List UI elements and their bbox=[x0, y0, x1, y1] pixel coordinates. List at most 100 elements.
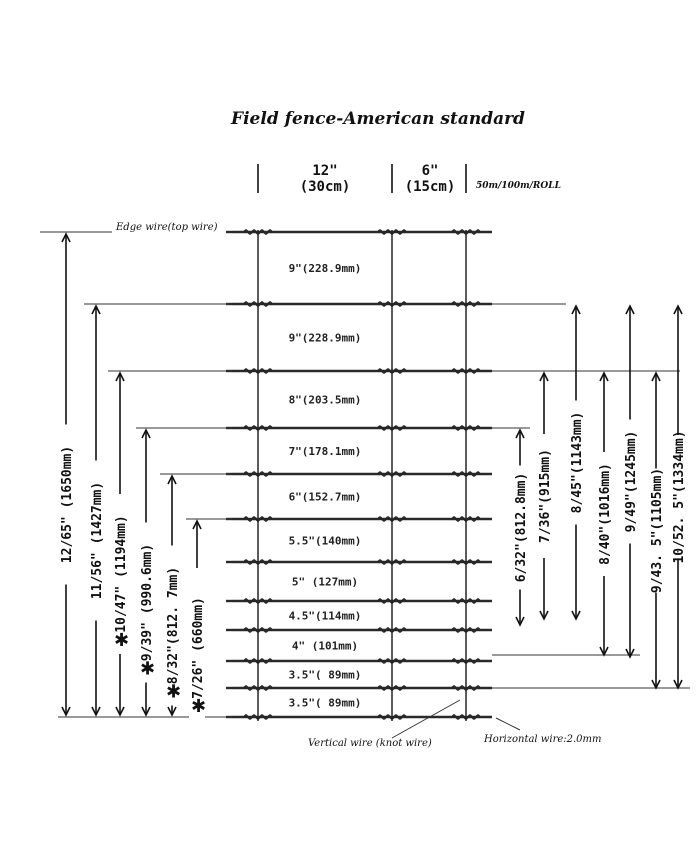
star-icon: ✱ bbox=[191, 696, 206, 717]
arrow-head-up bbox=[115, 371, 125, 382]
star-icon: ✱ bbox=[166, 682, 181, 703]
fixed-knot bbox=[377, 301, 407, 307]
fixed-knot bbox=[243, 559, 273, 565]
edge-wire-label: Edge wire(top wire) bbox=[115, 222, 218, 233]
label-background bbox=[670, 435, 686, 559]
fixed-knot bbox=[243, 368, 273, 374]
fixed-knot bbox=[377, 229, 407, 235]
header-col1-top: 12" bbox=[312, 163, 337, 179]
spacing-label: 4" (101mm) bbox=[292, 640, 358, 653]
fixed-knot bbox=[451, 658, 481, 664]
fixed-knot bbox=[243, 627, 273, 633]
fixed-knot bbox=[243, 425, 273, 431]
label-background bbox=[596, 452, 612, 576]
arrow-head-up bbox=[515, 428, 525, 439]
fixed-knot bbox=[451, 627, 481, 633]
right-height-label: 8/40"(1016mm) bbox=[598, 463, 613, 565]
spacing-label: 6"(152.7mm) bbox=[289, 491, 362, 504]
left-height-label: 10/47" (1194mm) bbox=[114, 515, 129, 632]
fixed-knot bbox=[377, 368, 407, 374]
spacing-label: 3.5"( 89mm) bbox=[289, 697, 362, 710]
star-icon: ✱ bbox=[114, 630, 129, 651]
arrow-head-up bbox=[539, 371, 549, 382]
arrow-head-up bbox=[141, 428, 151, 439]
arrow-head-up bbox=[599, 371, 609, 382]
vertical-wire-pointer bbox=[391, 699, 461, 739]
arrow-head-down bbox=[651, 679, 661, 690]
fixed-knot bbox=[377, 685, 407, 691]
diagram-title: Field fence-American standard bbox=[230, 109, 525, 129]
right-height-label: 6/32"(812.8mm) bbox=[514, 473, 529, 583]
fixed-knot bbox=[243, 658, 273, 664]
fixed-knot bbox=[243, 714, 273, 720]
arrow-head-down bbox=[599, 646, 609, 657]
spacing-label: 5.5"(140mm) bbox=[289, 535, 362, 548]
spacing-label: 7"(178.1mm) bbox=[289, 445, 362, 458]
header-col1-bottom: (30cm) bbox=[300, 179, 351, 195]
fixed-knot bbox=[451, 714, 481, 720]
fixed-knot bbox=[377, 598, 407, 604]
horizontal-wire-pointer bbox=[495, 717, 521, 731]
arrow-head-up bbox=[571, 304, 581, 315]
arrow-head-up bbox=[91, 304, 101, 315]
arrow-head-down bbox=[571, 610, 581, 621]
arrow-head-up bbox=[61, 232, 71, 243]
fixed-knot bbox=[377, 627, 407, 633]
fixed-knot bbox=[451, 368, 481, 374]
arrow-head-down bbox=[167, 706, 177, 717]
spacing-label: 9"(228.9mm) bbox=[289, 262, 362, 275]
fixed-knot bbox=[243, 301, 273, 307]
left-height-label: 11/56" (1427mm) bbox=[90, 482, 105, 599]
right-height-label: 9/43. 5"(1105mm) bbox=[650, 468, 665, 593]
right-height-dimensions: 6/32"(812.8mm) 7/36"(915mm) 8/45"(1143mm) 8… bbox=[492, 303, 690, 690]
arrow-head-down bbox=[141, 706, 151, 717]
left-height-label: 7/26" (660mm) bbox=[191, 597, 206, 699]
fixed-knot bbox=[451, 301, 481, 307]
label-background bbox=[648, 468, 664, 593]
label-background bbox=[536, 434, 552, 558]
label-background bbox=[88, 460, 104, 621]
spacing-label: 5" (127mm) bbox=[292, 576, 358, 589]
arrow-head-down bbox=[115, 706, 125, 717]
fixed-knot bbox=[377, 516, 407, 522]
arrow-head-up bbox=[192, 519, 202, 530]
spacing-label: 8"(203.5mm) bbox=[289, 394, 362, 407]
arrow-head-down bbox=[673, 679, 683, 690]
arrow-head-up bbox=[167, 474, 177, 485]
fixed-knot bbox=[451, 559, 481, 565]
left-height-label: 8/32"(812. 7mm) bbox=[166, 567, 181, 684]
fixed-knot bbox=[377, 714, 407, 720]
label-background bbox=[189, 568, 205, 728]
arrow-head-down bbox=[625, 648, 635, 659]
arrow-head-up bbox=[651, 371, 661, 382]
star-icon: ✱ bbox=[140, 659, 155, 680]
fixed-knot bbox=[451, 425, 481, 431]
label-background bbox=[138, 522, 154, 683]
fixed-knot bbox=[243, 685, 273, 691]
header-dimensions: 12" (30cm) 6" (15cm) 50m/100m/ROLL bbox=[257, 163, 561, 195]
left-height-dimensions: 12/65" (1650mm) 11/56" (1427mm) 10/47" (11… bbox=[58, 232, 232, 728]
right-height-label: 9/49"(1245mm) bbox=[624, 431, 639, 533]
spacing-label: 9"(228.9mm) bbox=[289, 332, 362, 345]
left-height-label: 12/65" (1650mm) bbox=[60, 446, 75, 563]
right-height-label: 8/45"(1143mm) bbox=[570, 412, 585, 514]
arrow-head-up bbox=[625, 304, 635, 315]
header-col2-bottom: (15cm) bbox=[405, 179, 456, 195]
spacing-label: 4.5"(114mm) bbox=[289, 610, 362, 623]
fixed-knot bbox=[243, 598, 273, 604]
fixed-knot bbox=[377, 471, 407, 477]
header-roll-length: 50m/100m/ROLL bbox=[476, 181, 561, 191]
fixed-knot bbox=[377, 658, 407, 664]
arrow-head-up bbox=[673, 304, 683, 315]
arrow-head-down bbox=[91, 706, 101, 717]
label-background bbox=[512, 465, 528, 590]
right-height-label: 10/52. 5"(1334mm) bbox=[672, 430, 687, 563]
fixed-knot bbox=[243, 471, 273, 477]
spacing-label: 3.5"( 89mm) bbox=[289, 669, 362, 682]
arrow-head-down bbox=[515, 616, 525, 627]
label-background bbox=[164, 545, 180, 706]
fixed-knot bbox=[377, 559, 407, 565]
right-height-label: 7/36"(915mm) bbox=[538, 449, 553, 543]
arrow-head-down bbox=[539, 610, 549, 621]
